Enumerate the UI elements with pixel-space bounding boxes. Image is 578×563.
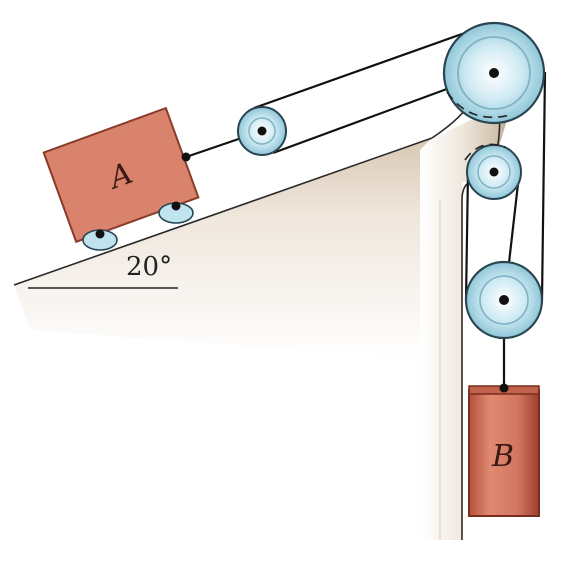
frame-post [420,60,510,540]
bracket-hidden-lines [446,91,511,161]
block-b: B [468,383,540,517]
cable-left-drop [464,171,470,301]
incline-surface-line [13,137,433,286]
cable-right-drop [540,71,547,301]
cable-attach-b [499,383,509,393]
middle-pulley-icon [466,144,522,200]
cable-attach-a [181,152,191,162]
top-pulley-icon [442,21,546,125]
small-pulley-icon [237,106,287,156]
lower-pulley-icon [464,260,544,340]
angle-label: 20° [126,252,172,282]
block-a: A [42,106,200,244]
wheel-icon [82,229,118,251]
wheel-icon [158,201,194,224]
incline-ramp [14,138,432,360]
block-b-label: B [491,439,514,474]
cable-upper-strand [253,22,491,110]
